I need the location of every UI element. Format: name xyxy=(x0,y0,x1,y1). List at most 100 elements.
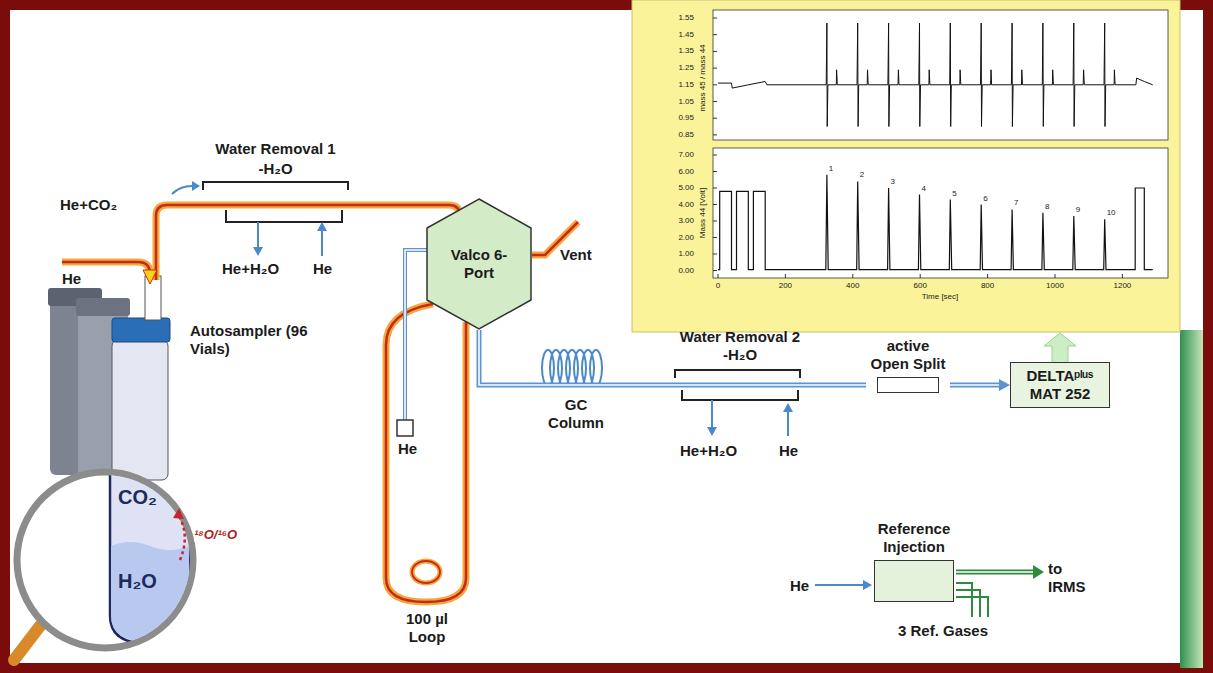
orange-tubing xyxy=(386,304,466,602)
axis-tick xyxy=(713,221,717,222)
chart-label: 1.45 xyxy=(664,30,694,40)
axis-tick xyxy=(713,134,717,135)
chart-label: Time [sec] xyxy=(900,292,980,302)
frame xyxy=(5,5,1208,668)
hexagon-shape xyxy=(427,199,531,329)
axis-tick xyxy=(713,51,717,52)
exchange-arrowhead xyxy=(173,508,184,519)
chart-label: 9 xyxy=(1076,205,1080,215)
lens-rim xyxy=(17,472,193,648)
chart-label: Mass 44 [Volt] xyxy=(698,153,708,273)
axis-tick xyxy=(713,254,717,255)
gc-column-coil xyxy=(542,350,602,386)
part-label: He xyxy=(790,577,809,595)
magnifier-circle: CO₂H₂O¹⁸O/¹⁶O xyxy=(12,466,252,656)
chart-label: 7 xyxy=(1014,198,1018,208)
chart-label: 600 xyxy=(900,281,940,291)
chart-label: 4 xyxy=(921,184,925,194)
chart-label: 0 xyxy=(698,281,738,291)
valve-hexagon: Valco 6-Port xyxy=(426,198,532,330)
axis-tick xyxy=(920,274,921,278)
part-label: -H₂O xyxy=(203,160,348,178)
axis-tick xyxy=(713,155,717,156)
vial-closeup xyxy=(110,466,190,644)
chart-label: 7.00 xyxy=(664,150,694,160)
chromatogram xyxy=(713,18,1153,278)
reference-lines xyxy=(863,580,872,590)
part-name: active Open Split xyxy=(866,337,950,373)
water-removal-2 xyxy=(675,370,800,436)
chart-label: 8 xyxy=(1045,202,1049,212)
magnifier-handle xyxy=(14,626,40,660)
axis-tick xyxy=(1055,274,1056,278)
part-label: He xyxy=(313,260,332,278)
axis-tick xyxy=(713,171,717,172)
blue-tubing xyxy=(405,250,428,420)
chart-label: 1.55 xyxy=(664,13,694,23)
orange-tubing xyxy=(386,304,466,602)
part-label: to IRMS xyxy=(1048,560,1098,596)
part-label: 100 µl Loop xyxy=(396,610,458,646)
axis-tick xyxy=(713,237,717,238)
part-label: Autosampler (96 Vials) xyxy=(190,322,308,358)
output-arrow xyxy=(1044,333,1076,363)
chart-label: mass 45 / mass 44 xyxy=(698,18,708,138)
part-label: Vent xyxy=(560,246,592,264)
tube-inner xyxy=(479,330,866,385)
part-label: Water Removal 1 xyxy=(203,140,348,158)
part-label: He+H₂O xyxy=(222,260,279,278)
chart-label: 2 xyxy=(860,170,864,180)
chart-panel xyxy=(713,148,1168,278)
green-bar xyxy=(1180,330,1203,668)
frame xyxy=(5,5,1208,668)
chart-label: 0.85 xyxy=(664,130,694,140)
axis-tick xyxy=(713,118,717,119)
chart-panel xyxy=(713,10,1168,140)
tubing-connector xyxy=(479,330,866,385)
reference-lines xyxy=(815,584,864,586)
magnifier-handle xyxy=(14,626,40,660)
arrowhead xyxy=(999,379,1010,391)
chart-label: 1.15 xyxy=(664,80,694,90)
reference-lines xyxy=(956,583,972,617)
axis-tick xyxy=(713,68,717,69)
chart-label: 5 xyxy=(952,189,956,199)
part-label: Water Removal 2 xyxy=(665,328,815,346)
part-label: He+CO₂ xyxy=(60,196,117,214)
water-removal-1 xyxy=(226,210,342,222)
tube-outer xyxy=(479,330,866,385)
water-removal-2 xyxy=(675,370,800,378)
water-removal-2 xyxy=(711,400,713,428)
chemical-formula: CO₂ xyxy=(118,486,157,508)
orange-tubing xyxy=(412,561,440,583)
flow-arrow xyxy=(192,181,200,191)
orange-tubing xyxy=(156,205,460,280)
water-removal-2 xyxy=(682,390,798,400)
part-label: He xyxy=(398,440,417,458)
reference-injection-box: Reference Injection xyxy=(872,520,956,602)
water-removal-2 xyxy=(707,427,717,436)
axis-tick xyxy=(785,274,786,278)
vial-rack xyxy=(112,340,168,480)
open-split-box: active Open Split xyxy=(866,337,950,393)
inlet-arrowhead xyxy=(143,270,157,284)
water-removal-1 xyxy=(203,182,348,190)
axis-tick xyxy=(713,204,717,205)
reference-lines xyxy=(956,571,1034,573)
flow-arrow xyxy=(172,181,200,194)
mass-spectrometer-box: DELTAᵖˡᵘˢ MAT 252 xyxy=(1010,362,1110,408)
chart-label: 4.00 xyxy=(664,200,694,210)
reference-lines xyxy=(956,590,980,617)
chart-label: 1 xyxy=(829,164,833,174)
tube-inner xyxy=(950,384,1001,386)
device-outline xyxy=(874,560,954,602)
axis-tick xyxy=(713,270,717,271)
chart-label: 1200 xyxy=(1102,281,1142,291)
ratio-trace xyxy=(718,23,1153,127)
water-removal-2 xyxy=(787,411,789,436)
inlet-arrowhead xyxy=(143,270,157,284)
vial-wall xyxy=(110,466,190,644)
part-label: He xyxy=(779,442,798,460)
chart-label: 1000 xyxy=(1035,281,1075,291)
